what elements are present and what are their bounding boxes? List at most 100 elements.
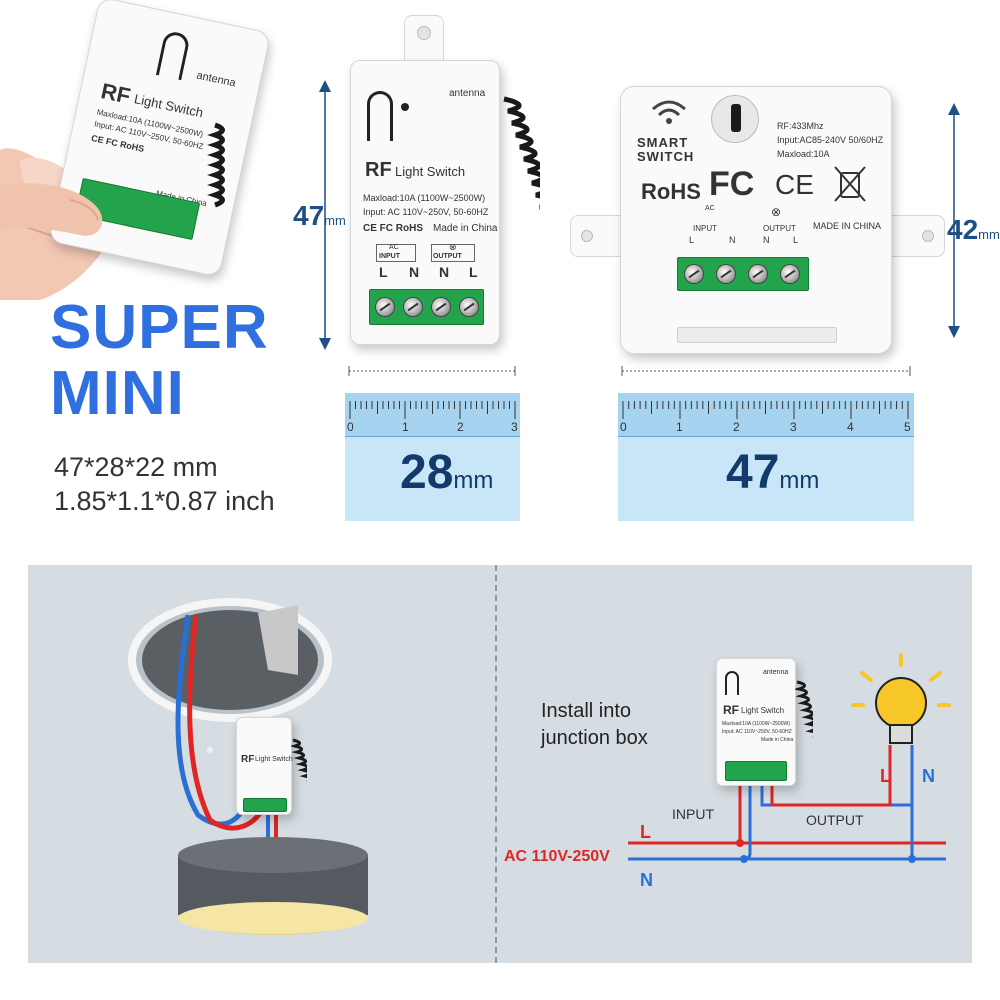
screw-icon bbox=[431, 297, 451, 317]
top-output-label: OUTPUT bbox=[763, 224, 796, 233]
screw-icon bbox=[716, 264, 736, 284]
diagram-name: Light Switch bbox=[741, 706, 785, 715]
front-input-label: INPUT bbox=[379, 253, 400, 260]
height-large-value: 42mm bbox=[947, 214, 1000, 246]
screw-icon bbox=[459, 297, 479, 317]
width-large-indicator bbox=[621, 366, 911, 376]
height-large-unit: mm bbox=[978, 227, 1000, 242]
top-terminal-block bbox=[677, 257, 809, 291]
top-made: MADE IN CHINA bbox=[813, 221, 882, 231]
panel-divider bbox=[495, 565, 497, 963]
ruler-small-tick-3: 3 bbox=[511, 420, 518, 434]
width-small-indicator bbox=[348, 366, 516, 376]
top-switch: SWITCH bbox=[637, 149, 695, 164]
top-smart: SMART bbox=[637, 135, 689, 150]
diagram-terminal-block bbox=[725, 761, 787, 781]
front-certs: CE FC RoHS bbox=[363, 223, 423, 234]
ruler-large-tick-2: 2 bbox=[733, 420, 740, 434]
front-output-lamp-icon: ⊗ bbox=[449, 242, 457, 252]
screw-icon bbox=[684, 264, 704, 284]
ruler-large-tick-3: 3 bbox=[790, 420, 797, 434]
front-input-box bbox=[376, 244, 416, 262]
front-coil-antenna-icon bbox=[503, 96, 540, 210]
diagram-made: Made in China bbox=[761, 737, 794, 743]
wiring-input-label: INPUT bbox=[672, 806, 714, 822]
front-terminal-n1: N bbox=[409, 264, 420, 280]
bulb-l-label: L bbox=[880, 766, 891, 786]
wiring-ac-label: AC 110V-250V bbox=[504, 848, 610, 865]
top-terminal-n1: N bbox=[729, 235, 736, 245]
ruler-large: 0 1 2 3 4 5 47mm bbox=[618, 393, 914, 521]
top-device-slot bbox=[677, 327, 837, 343]
top-input-label: INPUT bbox=[693, 224, 717, 233]
front-terminal-block bbox=[369, 289, 484, 325]
top-ac: AC bbox=[705, 205, 715, 212]
height-dimension-arrow bbox=[319, 80, 331, 350]
junction-coil-antenna-icon bbox=[291, 738, 307, 782]
held-device-antenna: antenna bbox=[195, 69, 237, 90]
front-maxload: Maxload:10A (1100W~2500W) bbox=[363, 193, 486, 203]
install-line2: junction box bbox=[541, 727, 648, 749]
ear-hole-icon bbox=[922, 230, 934, 242]
height-small-number: 47 bbox=[293, 200, 325, 231]
width-large-value: 47mm bbox=[726, 445, 819, 500]
height-small-unit: mm bbox=[324, 213, 346, 228]
diagram-brand: RF bbox=[723, 703, 739, 717]
diagram-input: Input: AC 110V~250V, 50-60HZ bbox=[722, 729, 792, 735]
front-name: Light Switch bbox=[395, 164, 466, 179]
top-terminal-l1: L bbox=[689, 235, 695, 245]
front-output-box bbox=[431, 244, 475, 262]
diagram-antenna-loop-icon bbox=[725, 671, 739, 695]
ruler-large-tick-5: 5 bbox=[904, 420, 911, 434]
ruler-small-ticks bbox=[349, 401, 516, 419]
top-device: SMART SWITCH RF:433Mhz Input:AC85-240V 5… bbox=[620, 86, 892, 354]
front-device: antenna RF Light Switch Maxload:10A (110… bbox=[350, 60, 500, 345]
top-maxload: Maxload:10A bbox=[777, 149, 830, 159]
diagram-maxload: Maxload:10A (1100W~2500W) bbox=[722, 721, 790, 727]
height-small-value: 47mm bbox=[293, 200, 346, 232]
top-rf: RF:433Mhz bbox=[777, 121, 824, 131]
mount-tab bbox=[404, 15, 444, 65]
held-device-name: Light Switch bbox=[132, 91, 205, 121]
led-dot-icon bbox=[401, 103, 409, 111]
antenna-loop-icon bbox=[367, 91, 393, 141]
width-small-value: 28mm bbox=[400, 445, 493, 500]
front-brand: RF bbox=[365, 159, 392, 181]
height-large-arrow bbox=[948, 103, 960, 338]
junction-brand: RF bbox=[241, 754, 255, 765]
front-terminal-n2: N bbox=[439, 264, 450, 280]
size-metric: 47*28*22 mm bbox=[54, 452, 218, 482]
screw-icon bbox=[780, 264, 800, 284]
front-terminal-l1: L bbox=[379, 264, 388, 280]
screw-icon bbox=[748, 264, 768, 284]
wiring-n-label: N bbox=[640, 870, 653, 890]
ruler-large-tick-1: 1 bbox=[676, 420, 683, 434]
ruler-small-tick-2: 2 bbox=[457, 420, 464, 434]
top-terminal-l2: L bbox=[793, 235, 799, 245]
diagram-antenna: antenna bbox=[763, 669, 789, 676]
top-fc: FC bbox=[709, 165, 755, 203]
width-small-unit: mm bbox=[453, 467, 494, 494]
ruler-small-strip bbox=[345, 393, 520, 437]
headline-super: SUPER bbox=[50, 293, 269, 362]
diagram-coil-antenna-icon bbox=[795, 680, 813, 738]
ceiling-scene bbox=[128, 598, 368, 935]
ruler-large-tick-4: 4 bbox=[847, 420, 854, 434]
top-input: Input:AC85-240V 50/60HZ bbox=[777, 135, 884, 145]
diagram-device: antenna RF Light Switch Maxload:10A (110… bbox=[716, 658, 796, 786]
wiring-diagram bbox=[628, 653, 951, 863]
top-terminal-n2: N bbox=[763, 235, 770, 245]
weee-bin-icon bbox=[834, 166, 866, 202]
width-large-unit: mm bbox=[779, 467, 820, 494]
ear-hole-icon bbox=[581, 230, 593, 242]
install-line1: Install into bbox=[541, 700, 632, 722]
width-large-number: 47 bbox=[726, 446, 780, 499]
ruler-small: 0 1 2 3 28mm bbox=[345, 393, 520, 521]
mount-hole-icon bbox=[417, 26, 431, 40]
screw-icon bbox=[403, 297, 423, 317]
wifi-icon bbox=[652, 100, 686, 124]
top-output-lamp-icon: ⊗ bbox=[771, 205, 782, 219]
held-coil-antenna-icon bbox=[207, 122, 225, 208]
held-device-brand: RF bbox=[98, 78, 133, 109]
ruler-large-strip bbox=[618, 393, 914, 437]
